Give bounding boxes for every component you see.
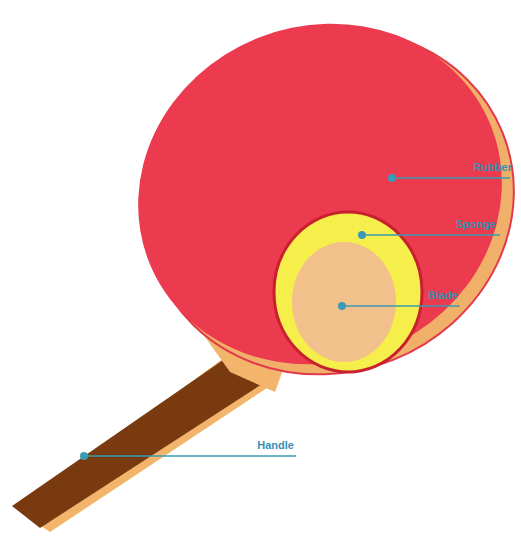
- part-label: Sponge: [456, 217, 496, 231]
- blade-wood: [292, 242, 396, 362]
- leader-line: [342, 305, 460, 307]
- leader-dot: [388, 174, 396, 182]
- leader-line: [392, 177, 510, 179]
- part-label: Handle: [257, 438, 294, 452]
- leader-lines: [84, 178, 510, 456]
- sponge-layer: [274, 212, 422, 372]
- leader-line: [84, 455, 296, 457]
- part-label: Rubber: [474, 160, 513, 174]
- leader-dot: [80, 452, 88, 460]
- leader-line: [362, 234, 500, 236]
- part-label: Blade: [428, 288, 458, 302]
- rubber-face: [86, 0, 521, 419]
- leader-dots: [80, 174, 396, 460]
- leader-dot: [338, 302, 346, 310]
- handle-face: [12, 358, 262, 528]
- leader-dot: [358, 231, 366, 239]
